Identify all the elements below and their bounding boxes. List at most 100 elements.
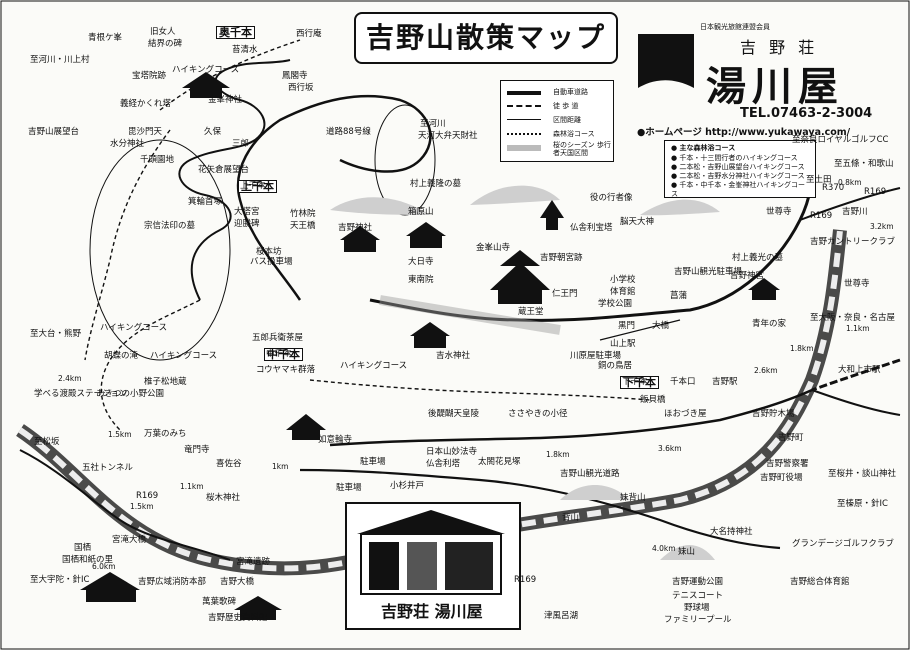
place-label-agino[interactable]: あきつの小野公園 (96, 389, 165, 399)
place-label-itsutaki[interactable]: 五社トンネル (82, 463, 133, 473)
place-label-haibara[interactable]: 至榛原・針IC (837, 499, 888, 509)
place-label-tenkawa[interactable]: 天河大弁天財社 (418, 131, 478, 141)
place-label-kokesimizu[interactable]: 苔清水 (232, 45, 258, 55)
place-label-niomon[interactable]: 仁王門 (552, 289, 578, 299)
place-label-ryouzaiji[interactable]: 竜門寺 (184, 445, 210, 455)
place-label-kinkaido[interactable]: 脳天大神 (620, 217, 655, 227)
place-label-senjou[interactable]: 世尊寺 (844, 279, 870, 289)
place-label-yoshitsune[interactable]: 義経かくれ塔 (120, 99, 172, 109)
place-label-dosho[interactable]: 銅の鳥居 (598, 361, 633, 371)
place-label-tsubosaka[interactable]: 仏舎利宝塔 (570, 223, 613, 233)
place-label-teikou[interactable]: 宗信法印の墓 (144, 221, 196, 231)
place-label-tosen[interactable]: 至五條・和歌山 (834, 159, 894, 169)
place-label-kekkai[interactable]: 結界の碑 (148, 39, 183, 49)
place-label-seinen[interactable]: 青年の家 (752, 319, 787, 329)
place-label-golf[interactable]: グランデージゴルフクラブ (792, 539, 894, 549)
place-label-murakami-haka[interactable]: 村上義隆の墓 (410, 179, 462, 189)
place-label-yoshinokoban[interactable]: 吉野町役場 (760, 473, 803, 483)
place-label-saigyoan[interactable]: 西行庵 (296, 29, 322, 39)
place-label-tenjin[interactable]: 上千本 (240, 181, 266, 191)
place-label-mikumari[interactable]: 水分神社 (110, 139, 145, 149)
place-label-senbon-koen[interactable]: 千頭園地 (140, 155, 175, 165)
place-label-manyouhi[interactable]: 萬葉歌碑 (202, 597, 237, 607)
place-label-yakyu[interactable]: 野球場 (684, 603, 710, 613)
place-label-tsubayama[interactable]: 妹山 (678, 547, 696, 557)
place-label-yoshinoshi[interactable]: 吉野広域消防本部 (138, 577, 207, 587)
place-label-keisatsu[interactable]: 吉野警察署 (766, 459, 809, 469)
place-label-road169a[interactable]: R169 (514, 575, 537, 585)
place-label-daitohei[interactable]: 大塔宮 (234, 207, 260, 217)
place-label-hoodera[interactable]: 鳳閣寺 (282, 71, 308, 81)
place-label-kanko[interactable]: 吉野山観光道路 (560, 469, 620, 479)
place-label-ryuu[interactable]: 桜木神社 (206, 493, 241, 503)
place-label-ohyodo[interactable]: 至大阪・奈良・名古屋 (810, 313, 896, 323)
place-label-kubo[interactable]: 久保 (204, 127, 222, 137)
place-label-aonegamine[interactable]: 青根ケ峯 (88, 33, 123, 43)
place-label-hiking3[interactable]: ハイキングコース (150, 351, 218, 361)
place-label-sanjo[interactable]: 山上駅 (610, 339, 636, 349)
place-label-miyataki-jin[interactable]: 吉野町 (778, 433, 804, 443)
place-label-taiikukan2[interactable]: 吉野総合体育館 (790, 577, 850, 587)
place-label-pool[interactable]: ファミリープール (664, 615, 732, 625)
place-label-shirakawa2[interactable]: 至河川 (420, 119, 446, 129)
place-label-shiragawa[interactable]: 至河川・川上村 (30, 55, 90, 65)
place-label-kanren[interactable]: 如意輪寺 (318, 435, 353, 445)
place-label-sasayaki[interactable]: ささやきの小径 (508, 409, 568, 419)
place-label-ouda[interactable]: 至大宇陀・針IC (30, 575, 90, 585)
inn-homepage-link[interactable]: ●ホームページ http://www.yukawaya.com/ (637, 127, 851, 138)
place-label-royal[interactable]: 至奈良ロイヤルゴルフCC (792, 135, 889, 145)
place-label-kinou[interactable]: 菖蒲 (670, 291, 688, 301)
place-label-hiking4[interactable]: ハイキングコース (340, 361, 408, 371)
place-label-yoshino-jingu[interactable]: 吉野神宮 (730, 271, 765, 281)
place-label-oohashi[interactable]: 大橋 (652, 321, 670, 331)
place-label-kinpu[interactable]: 金峯神社 (208, 95, 243, 105)
place-label-gozan[interactable]: 後醍醐天皇陵 (428, 409, 480, 419)
place-label-taiko[interactable]: 太閤花見塚 (478, 457, 521, 467)
place-label-bishamon[interactable]: 毘沙門天 (128, 127, 163, 137)
place-label-geijohi[interactable]: 迎勝碑 (234, 219, 260, 229)
place-label-nihonzan[interactable]: 日本山妙法寺 (426, 447, 478, 457)
place-label-kawahara[interactable]: 川原屋駐車場 (570, 351, 622, 361)
place-label-hiking2[interactable]: ハイキングコース (100, 323, 168, 333)
place-label-parkinglot2[interactable]: 吉野山観光駐車場 (674, 267, 743, 277)
place-label-road169b[interactable]: R169 (136, 491, 159, 501)
place-label-kisaiji[interactable]: 喜佐谷 (216, 459, 242, 469)
place-label-chuushajo[interactable]: 駐車場 (360, 457, 386, 467)
place-label-senbonguchi[interactable]: 千本口 (670, 377, 696, 387)
place-label-road370[interactable]: R370 (822, 183, 845, 193)
place-label-momiji[interactable]: 椎子松地蔵 (144, 377, 187, 387)
place-label-road169c[interactable]: R169 (864, 187, 887, 197)
place-label-sakurai[interactable]: 至桜井・談山神社 (828, 469, 897, 479)
place-label-kyu-nyonin[interactable]: 旧女人 (150, 27, 176, 37)
place-label-busshari[interactable]: 仏舎利塔 (426, 459, 461, 469)
place-label-chikurin[interactable]: 竹林院 (290, 209, 316, 219)
place-label-yoshimizu[interactable]: 大日寺 (408, 257, 434, 267)
place-label-gorobei[interactable]: 五郎兵衛茶屋 (252, 333, 304, 343)
place-label-bus[interactable]: バス操車場 (250, 257, 293, 267)
place-label-kuromon[interactable]: 黒門 (618, 321, 636, 331)
place-label-zaodo[interactable]: 蔵王堂 (518, 307, 544, 317)
place-label-kogane[interactable]: 小杉井戸 (390, 481, 425, 491)
place-label-yoshino-asahi[interactable]: 吉野朝宮跡 (540, 253, 583, 263)
place-label-gakuen[interactable]: 学校公園 (598, 299, 633, 309)
place-label-hanayagura[interactable]: 花矢倉展望台 (198, 165, 250, 175)
place-label-sanbon[interactable]: 三郎 (232, 139, 250, 149)
place-label-michi88[interactable]: 道路88号線 (326, 127, 371, 137)
place-label-odai[interactable]: 至大台・熊野 (30, 329, 82, 339)
place-label-chuushajo2[interactable]: 駐車場 (336, 483, 362, 493)
place-label-tsukimi[interactable]: 妹背山 (620, 493, 646, 503)
place-label-station[interactable]: 学べる渡殿ステーション (34, 389, 128, 399)
place-label-tsuboinaka[interactable]: 吉野貯木場 (752, 409, 795, 419)
place-label-manyou[interactable]: 万葉のみち (144, 429, 187, 439)
place-label-shimosenbon[interactable]: 下千本 (622, 377, 648, 387)
place-label-hakubai[interactable]: 吉野川 (842, 207, 868, 217)
place-label-senba[interactable]: 背山 (562, 513, 580, 523)
place-label-kunisu[interactable]: 国栖 (74, 543, 92, 553)
place-label-yoshinoguchi[interactable]: 吉野大橋 (220, 577, 255, 587)
place-label-kuzu[interactable]: 国栖和紙の里 (62, 555, 114, 565)
place-label-tounan[interactable]: 東南院 (408, 275, 434, 285)
place-label-ohnate[interactable]: 大名持神社 (710, 527, 753, 537)
place-label-sakura-michi[interactable]: 至松坂 (34, 437, 60, 447)
place-label-gyoja[interactable]: 役の行者像 (590, 193, 633, 203)
place-label-tennis[interactable]: テニスコート (672, 591, 724, 601)
